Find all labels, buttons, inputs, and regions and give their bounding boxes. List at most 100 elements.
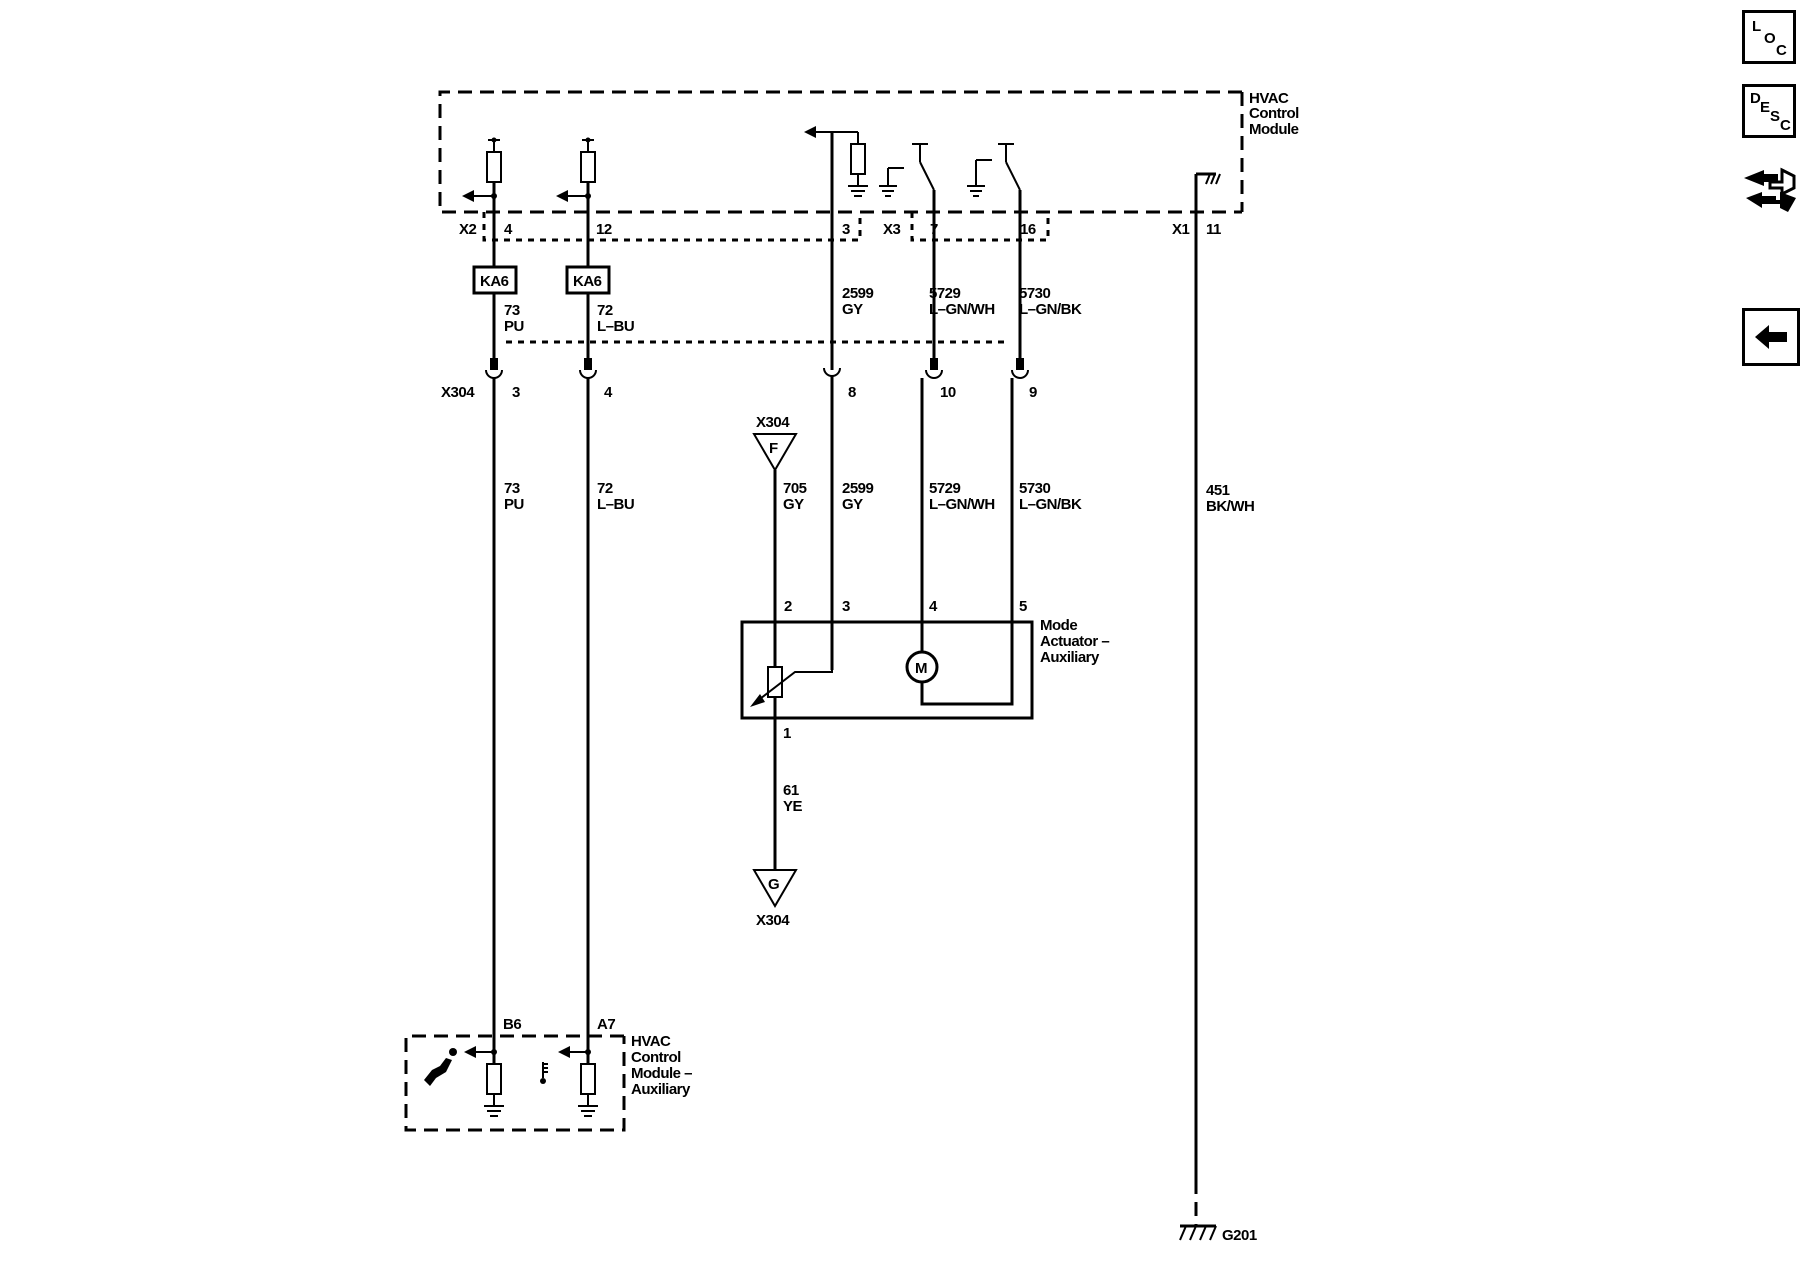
loc-letter-l: L (1752, 18, 1762, 35)
actuator-title-3: Auxiliary (1040, 649, 1100, 666)
actuator-pin-4: 4 (929, 598, 938, 615)
back-button[interactable] (1742, 308, 1800, 366)
connector-x304-label: X304 (441, 384, 475, 401)
wire-5729-bottom-color: L–GN/WH (929, 496, 995, 513)
aux-sensor-circuit-b6 (464, 1045, 504, 1117)
desc-letter-s: S (1770, 108, 1781, 125)
pin-x2-4: 4 (504, 221, 513, 238)
pin-x304-8: 8 (848, 384, 856, 401)
wire-5730-bottom-circuit: 5730 (1019, 480, 1051, 497)
actuator-pin-2: 2 (784, 598, 792, 615)
actuator-pin-5: 5 (1019, 598, 1027, 615)
actuator-title-2: Actuator – (1040, 633, 1109, 650)
ground-g201: G201 (1179, 1180, 1257, 1244)
wire-5729-top-color: L–GN/WH (929, 301, 995, 318)
desc-letter-d: D (1750, 90, 1761, 107)
mark-f: F (769, 440, 778, 457)
wire-72-bottom-color: L–BU (597, 496, 634, 513)
internal-circuit-pin3 (804, 126, 868, 370)
hvac-control-module-auxiliary: HVAC Control Module – Auxiliary B6 A7 (404, 1016, 693, 1132)
back-arrow-icon (1755, 325, 1787, 349)
pin-x304-10: 10 (940, 384, 956, 401)
desc-letter-e: E (1760, 99, 1771, 116)
wire-5730-top-circuit: 5730 (1019, 285, 1051, 302)
pin-x304-9: 9 (1029, 384, 1037, 401)
desc-letter-c: C (1780, 117, 1791, 134)
internal-switch-pin16 (967, 143, 1022, 290)
connector-x304: X304 3 4 8 10 9 (441, 340, 1038, 401)
connector-boxes (482, 212, 1050, 242)
inline-connector-f: X304 F (752, 414, 798, 622)
hvac-module-title-3: Module (1249, 121, 1299, 138)
wire-5729-top-circuit: 5729 (929, 285, 961, 302)
pin-aux-a7: A7 (597, 1016, 615, 1033)
inline-connector-g: G X304 (752, 869, 798, 929)
option-ka6-left: KA6 (480, 273, 509, 290)
connector-end-view-icon[interactable] (1742, 160, 1798, 218)
pin-aux-b6: B6 (503, 1016, 521, 1033)
aux-module-title-1: HVAC (631, 1033, 671, 1050)
x304-f-label: X304 (756, 414, 790, 431)
x304-cavity-9 (1011, 358, 1029, 379)
pin-x3-7: 7 (930, 221, 938, 238)
wire-73-top-circuit: 73 (504, 302, 520, 319)
wire-451-color: BK/WH (1206, 498, 1254, 515)
hvac-module-title-2: Control (1249, 105, 1299, 122)
lower-wire-labels: 73 PU 72 L–BU 705 GY 2599 GY 5729 L–GN/W… (504, 480, 1255, 515)
pin-x304-4: 4 (604, 384, 613, 401)
wire-5729-bottom-circuit: 5729 (929, 480, 961, 497)
wire-73-bottom-color: PU (504, 496, 524, 513)
aux-module-title-2: Control (631, 1049, 681, 1066)
wire-73-top-color: PU (504, 318, 524, 335)
description-button[interactable]: D E S C (1742, 84, 1796, 138)
wire-2599-bottom-color: GY (842, 496, 863, 513)
connector-x3: X3 (883, 221, 901, 238)
wire-61-circuit: 61 (783, 782, 799, 799)
aux-module-title-4: Auxiliary (631, 1081, 691, 1098)
aux-sensor-circuit-a7 (558, 1045, 598, 1117)
mode-actuator-auxiliary: Mode Actuator – Auxiliary 2 3 4 5 1 M (740, 598, 1110, 742)
x304-cavity-4 (579, 358, 597, 379)
seat-occupant-icon (424, 1048, 457, 1086)
internal-switch-pin7 (879, 143, 936, 290)
wire-451-circuit: 451 (1206, 482, 1230, 499)
option-ka6-right: KA6 (573, 273, 602, 290)
x304-cavity-3 (485, 358, 503, 379)
wire-61-color: YE (783, 798, 803, 815)
temperature-sensor-icon (540, 1062, 548, 1084)
actuator-pin-3: 3 (842, 598, 850, 615)
wire-73-bottom-circuit: 73 (504, 480, 520, 497)
x304-cavity-8 (823, 367, 841, 377)
module-pin-labels: X2 4 12 3 X3 7 16 X1 11 (459, 221, 1222, 238)
actuator-pin-1: 1 (783, 725, 791, 742)
x304-cavity-10 (925, 358, 943, 379)
connector-x2: X2 (459, 221, 477, 238)
mark-g: G (768, 876, 779, 893)
pin-x304-3: 3 (512, 384, 520, 401)
hvac-control-module: HVAC Control Module (438, 90, 1300, 214)
location-button[interactable]: L O C (1742, 10, 1796, 64)
pin-x3-16: 16 (1020, 221, 1036, 238)
ground-label: G201 (1222, 1227, 1257, 1244)
wire-5730-top-color: L–GN/BK (1019, 301, 1082, 318)
motor-symbol: M (915, 660, 927, 677)
wire-5730-bottom-color: L–GN/BK (1019, 496, 1082, 513)
internal-ground-pin11 (1194, 172, 1221, 1180)
option-code-right: KA6 (565, 265, 611, 295)
upper-wire-labels: 73 PU 72 L–BU 2599 GY 5729 L–GN/WH 5730 … (504, 285, 1083, 335)
wire-72-top-circuit: 72 (597, 302, 613, 319)
pin-x2-12: 12 (596, 221, 612, 238)
wire-2599-top-color: GY (842, 301, 863, 318)
connector-x1: X1 (1172, 221, 1190, 238)
actuator-motor: M (905, 622, 1014, 706)
pin-x1-11: 11 (1206, 221, 1221, 238)
wire-705-circuit: 705 (783, 480, 807, 497)
hvac-module-title-1: HVAC (1249, 90, 1289, 107)
pin-x2-3: 3 (842, 221, 850, 238)
x304-g-label: X304 (756, 912, 790, 929)
wire-2599-bottom-circuit: 2599 (842, 480, 874, 497)
loc-letter-o: O (1764, 30, 1776, 47)
wire-72-top-color: L–BU (597, 318, 634, 335)
loc-letter-c: C (1776, 42, 1787, 59)
